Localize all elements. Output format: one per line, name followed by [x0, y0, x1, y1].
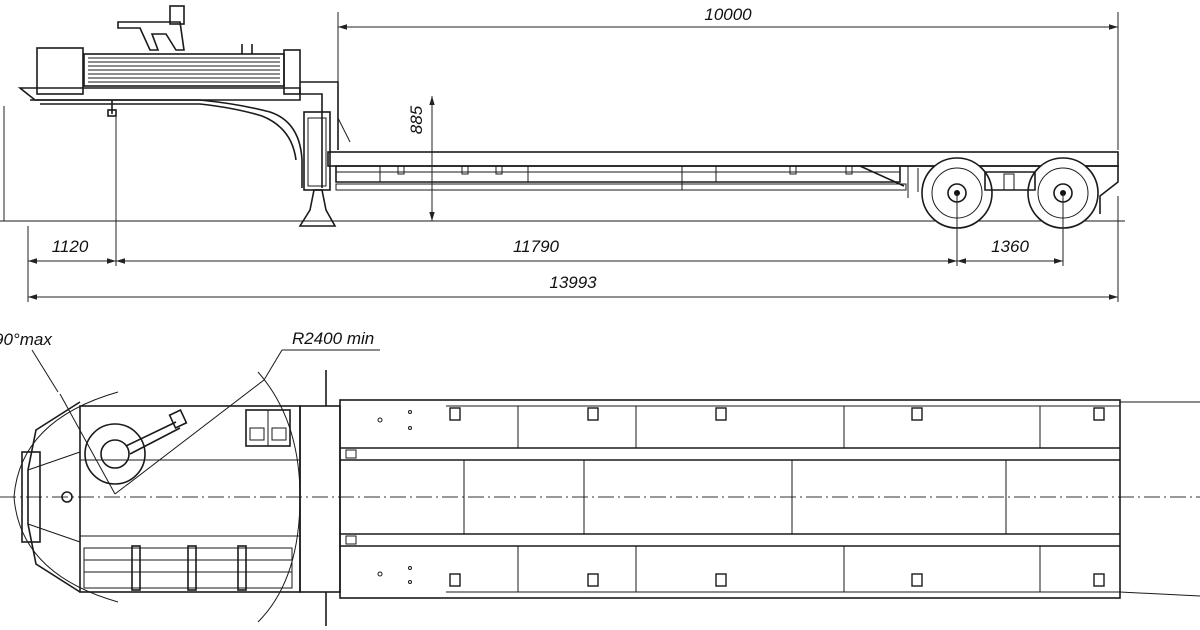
dim-kingpin-to-axle: 11790: [513, 237, 560, 256]
gooseneck: [17, 5, 351, 227]
deck: [327, 151, 1119, 214]
side-view: 10000 885 1120 11790 1360 13993: [0, 5, 1125, 302]
dim-deck-height: 885: [407, 105, 426, 134]
dim-axle-spread: 1360: [991, 237, 1029, 256]
dim-front-overhang: 1120: [52, 237, 89, 256]
dim-deck-length: 10000: [704, 5, 752, 24]
top-view: 90°max R2400 min: [0, 329, 1200, 626]
label-angle-max: 90°max: [0, 330, 52, 349]
label-turn-radius: R2400 min: [292, 329, 374, 348]
dim-total-length: 13993: [549, 273, 597, 292]
